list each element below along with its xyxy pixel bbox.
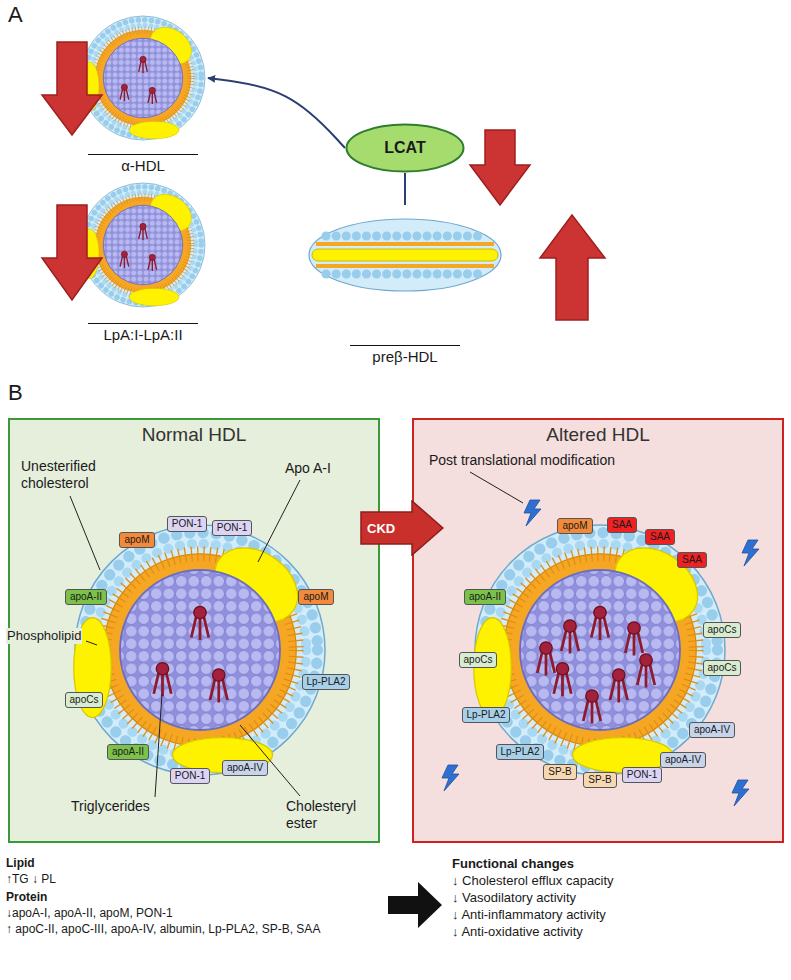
- hdl-particle: [80, 183, 205, 307]
- node-label: CKD: [367, 521, 395, 536]
- panel-heading: Normal HDL: [10, 424, 378, 446]
- result-arrow: [388, 882, 442, 928]
- protein-tag: PON-1: [622, 767, 663, 783]
- protein-tag: PON-1: [170, 768, 211, 784]
- tag-text: apoM: [562, 520, 587, 531]
- protein-tag: apoA-II: [65, 589, 107, 605]
- protein-tag: apoCs: [703, 660, 742, 676]
- panel-letter: A: [8, 2, 38, 28]
- summary-text: ↑TG ↓ PL: [6, 872, 156, 886]
- panel-letter: B: [8, 380, 38, 406]
- panel-ground: [412, 418, 784, 843]
- enzyme-ellipse: LCAT: [345, 123, 465, 173]
- panel-heading: Altered HDL: [414, 424, 782, 446]
- protein-tag: apoCs: [703, 622, 742, 638]
- tag-text: PON-1: [217, 522, 248, 533]
- hdl-particle: LpA:I-LpA:II: [78, 183, 208, 343]
- protein-tag: PON-1: [212, 520, 253, 536]
- tag-text: apoA-II: [70, 591, 102, 602]
- tag-text: apoCs: [464, 654, 493, 665]
- callout-label: Cholesteryl ester: [285, 798, 367, 832]
- tag-text: apoA-IV: [665, 754, 701, 765]
- tag-text: apoCs: [708, 624, 737, 635]
- leader-line: [70, 472, 523, 797]
- summary-text: ↑ apoC-II, apoC-III, apoA-IV, albumin, L…: [6, 922, 386, 936]
- protein-tag: apoA-IV: [222, 760, 268, 776]
- modification-bolt: [442, 500, 759, 806]
- protein-tag: Lp-PLA2: [302, 674, 351, 690]
- summary-text: ↓ Vasodilatory activity: [452, 890, 772, 906]
- protein-tag: Lp-PLA2: [496, 744, 545, 760]
- tag-text: apoA-II: [469, 591, 501, 602]
- summary-text: ↓ Anti-oxidative activity: [452, 924, 772, 940]
- hdl-particle: α-HDL: [78, 14, 208, 174]
- protein-tag: SP-B: [583, 772, 616, 788]
- protein-tag: apoA-IV: [660, 752, 706, 768]
- protein-tag: apoCs: [65, 692, 104, 708]
- protein-tag: SP-B: [543, 764, 576, 780]
- protein-tag: PON-1: [167, 516, 208, 532]
- tag-text: Lp-PLA2: [501, 746, 540, 757]
- summary-text: ↓ Anti-inflammatory activity: [452, 907, 772, 923]
- connector: [208, 78, 345, 148]
- tag-text: apoCs: [70, 694, 99, 705]
- summary-text: Protein: [6, 890, 86, 904]
- summary-text: ↓ Cholesterol efflux capacity: [452, 873, 772, 889]
- protein-tag: apoA-II: [464, 589, 506, 605]
- change-arrow: [42, 42, 605, 320]
- panel-box: Altered HDL apoM SAA SAA SAA apoA-II apoCsLp-P…: [412, 418, 784, 843]
- callout-label: Post translational modification: [428, 452, 616, 469]
- protein-tag: apoA-IV: [689, 722, 735, 738]
- discoidal-hdl: [309, 219, 501, 291]
- protein-tag: apoCs: [459, 652, 498, 668]
- node-label: LCAT: [384, 139, 425, 156]
- protein-tag: SAA: [677, 552, 707, 568]
- tag-text: PON-1: [175, 770, 206, 781]
- node-label: α-HDL: [88, 154, 198, 174]
- callout-label: Apo A-I: [284, 460, 332, 477]
- block-arrow: CKD: [360, 500, 444, 556]
- summary-text: Functional changes: [452, 856, 752, 872]
- tag-text: apoA-II: [112, 746, 144, 757]
- tag-text: apoA-IV: [227, 762, 263, 773]
- tag-text: SP-B: [588, 774, 611, 785]
- tag-text: SAA: [612, 519, 632, 530]
- tag-text: Lp-PLA2: [467, 709, 506, 720]
- protein-tag: Lp-PLA2: [462, 707, 511, 723]
- node-label: LpA:I-LpA:II: [88, 323, 198, 343]
- protein-tag: apoA-II: [107, 744, 149, 760]
- callout-label: Triglycerides: [70, 798, 151, 815]
- protein-tag: SAA: [645, 529, 675, 545]
- summary-text: Lipid: [6, 856, 86, 870]
- summary-text: ↓apoA-I, apoA-II, apoM, PON-1: [6, 906, 336, 920]
- hdl-particle: [74, 525, 325, 775]
- hdl-particle: [474, 525, 725, 775]
- tag-text: PON-1: [627, 769, 658, 780]
- tag-text: apoM: [303, 591, 328, 602]
- protein-tag: apoM: [119, 532, 154, 548]
- protein-tag: apoM: [298, 589, 333, 605]
- triglyceride: [537, 620, 655, 724]
- tag-text: apoA-IV: [694, 724, 730, 735]
- connector: [404, 173, 406, 205]
- callout-label: Phospholipid: [6, 628, 82, 644]
- tag-text: SAA: [650, 531, 670, 542]
- hdl-particle: [80, 16, 205, 140]
- tag-text: SAA: [682, 554, 702, 565]
- tag-text: apoM: [124, 534, 149, 545]
- protein-tag: SAA: [607, 517, 637, 533]
- tag-text: PON-1: [172, 518, 203, 529]
- hdl-particle: preβ-HDL: [305, 205, 505, 365]
- node-label: preβ-HDL: [350, 345, 460, 365]
- protein-tag: apoM: [557, 518, 592, 534]
- tag-text: apoCs: [708, 662, 737, 673]
- callout-label: Unesterified cholesterol: [20, 458, 120, 492]
- tag-text: SP-B: [548, 766, 571, 777]
- tag-text: Lp-PLA2: [307, 676, 346, 687]
